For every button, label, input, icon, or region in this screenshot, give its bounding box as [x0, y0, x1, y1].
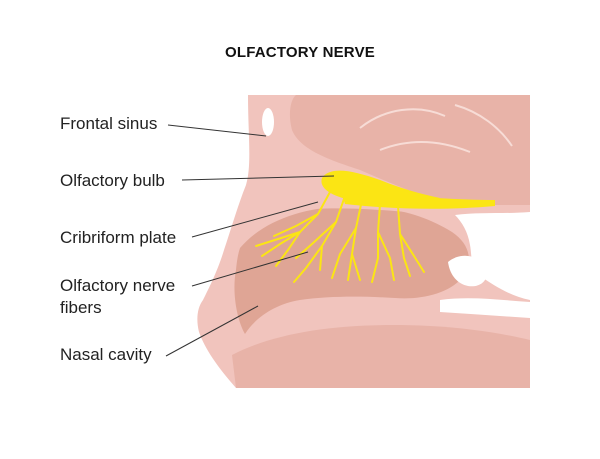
air-space — [455, 212, 530, 300]
diagram-title: OLFACTORY NERVE — [225, 44, 375, 61]
brain-sulcus — [379, 141, 471, 153]
leader-lines — [165, 124, 335, 357]
label-nerve-fibers-line1: Olfactory nerve — [60, 276, 176, 295]
label-nerve-fibers-line2: fibers — [60, 298, 102, 317]
brain-sulcus — [359, 108, 446, 129]
olfactory-bulb — [321, 170, 440, 206]
label-olfactory-bulb: Olfactory bulb — [60, 171, 165, 190]
nasal-cavity-tissue — [234, 205, 469, 334]
air-space — [448, 255, 487, 287]
label-frontal-sinus: Frontal sinus — [60, 114, 158, 133]
brain-region — [289, 95, 530, 205]
frontal-sinus — [262, 108, 274, 136]
air-space — [440, 298, 530, 318]
oral-region — [232, 325, 530, 388]
label-cribriform-plate: Cribriform plate — [60, 228, 177, 247]
olfactory-nerve-fibers — [255, 191, 425, 283]
label-nasal-cavity: Nasal cavity — [60, 345, 152, 364]
cribriform-plate — [300, 198, 455, 218]
brain-sulcus — [454, 104, 513, 147]
